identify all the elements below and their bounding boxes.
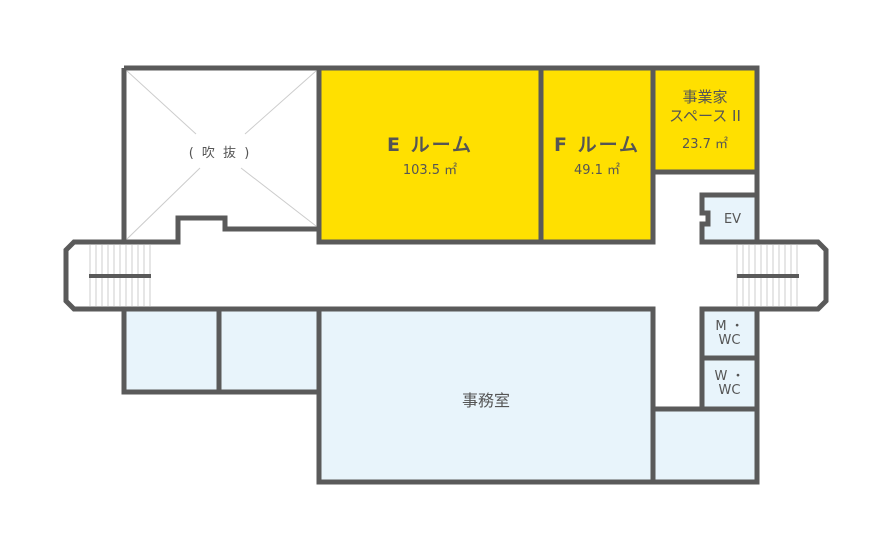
men-wc-label: M ・ WC <box>702 320 757 348</box>
women-wc-room <box>699 355 760 412</box>
room-e-area: 103.5 ㎡ <box>402 163 458 178</box>
room-e-name: E ルーム <box>386 134 474 156</box>
office-room[interactable] <box>316 306 656 485</box>
elevator-label: EV <box>723 212 742 227</box>
men-wc-line2: WC <box>718 333 741 348</box>
women-wc-line1: W ・ <box>714 369 745 384</box>
void-label: ( 吹 抜 ) <box>188 146 252 161</box>
room-f-name: F ルーム <box>553 134 641 156</box>
business-space-name-2: スペース II <box>669 107 741 125</box>
room-bottom-right <box>650 406 760 485</box>
room-f-area: 49.1 ㎡ <box>573 163 621 178</box>
office-label: 事務室 <box>461 391 510 410</box>
room-bottom-left-2 <box>216 306 322 395</box>
room-e[interactable] <box>316 65 544 245</box>
women-wc-label: W ・ WC <box>702 370 757 398</box>
women-wc-line2: WC <box>718 383 741 398</box>
business-space[interactable] <box>650 65 760 175</box>
room-bottom-left-1 <box>121 306 222 395</box>
room-f[interactable] <box>538 65 656 245</box>
men-wc-room <box>699 306 760 361</box>
business-space-area: 23.7 ㎡ <box>681 137 729 152</box>
men-wc-line1: M ・ <box>715 319 744 334</box>
elevator <box>699 192 760 245</box>
void-cross <box>126 70 317 240</box>
business-space-name-1: 事業家 <box>682 88 728 106</box>
